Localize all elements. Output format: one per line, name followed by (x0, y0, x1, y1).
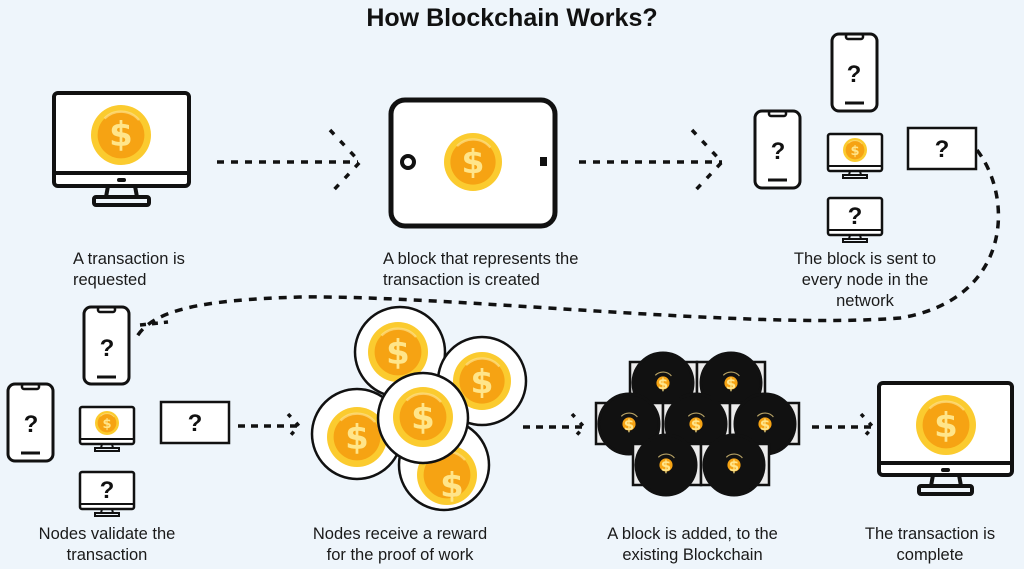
currency-symbol: $ (345, 418, 369, 458)
question-mark-icon: ? (100, 477, 115, 504)
currency-symbol: $ (661, 457, 671, 475)
block-icon: $ (594, 403, 665, 444)
monitor-icon: ? (78, 470, 136, 517)
block-icon: $ (699, 444, 771, 485)
step-block-created-tablet: $ (388, 97, 558, 229)
phone-icon: ? (82, 305, 131, 386)
currency-symbol: $ (471, 362, 494, 401)
diagram-title: How Blockchain Works? (366, 4, 658, 32)
question-mark-icon: ? (848, 203, 863, 230)
block-icon: $ (631, 444, 703, 485)
currency-symbol: $ (109, 115, 133, 155)
caption-complete: The transaction is complete (864, 525, 996, 564)
currency-symbol: $ (658, 375, 668, 393)
arrow-icon (238, 412, 302, 440)
arrow-icon (133, 148, 1001, 341)
arrow-icon (523, 412, 587, 442)
phone-icon: ? (753, 109, 802, 190)
arrow-icon (217, 128, 363, 196)
step-block-added-chain: $ $ $ $ $ $ $ (594, 362, 801, 485)
currency-symbol: $ (691, 416, 701, 434)
currency-symbol: $ (850, 144, 859, 159)
coin-icon: $ (376, 371, 470, 465)
caption-broadcast: The block is sent to every node in the n… (793, 250, 937, 310)
currency-symbol: $ (102, 417, 111, 432)
phone-icon: ? (6, 382, 55, 463)
currency-symbol: $ (726, 375, 736, 393)
caption-block-created: A block that represents the transaction … (383, 250, 579, 289)
question-mark-icon: ? (24, 411, 39, 438)
currency-symbol: $ (411, 398, 435, 438)
question-mark-icon: ? (771, 138, 786, 165)
caption-block-added: A block is added, to the existing Blockc… (607, 525, 778, 564)
caption-request: A transaction is requested (73, 250, 185, 289)
monitor-icon: $ (78, 405, 136, 452)
question-mark-icon: ? (100, 335, 115, 362)
caption-validate: Nodes validate the transaction (38, 525, 176, 564)
phone-icon: ? (830, 32, 879, 113)
question-mark-icon: ? (935, 136, 950, 163)
question-mark-icon: ? (188, 410, 203, 437)
question-mark-icon: ? (847, 61, 862, 88)
arrow-icon (579, 128, 725, 196)
tablet-icon: ? (906, 126, 978, 171)
step-request-monitor: $ (52, 91, 191, 207)
currency-symbol: $ (440, 466, 464, 506)
step-reward-coins: $ $ $ $ $ (310, 305, 528, 512)
caption-reward: Nodes receive a reward for the proof of … (312, 525, 488, 564)
monitor-icon: ? (826, 196, 884, 243)
currency-symbol: $ (462, 142, 485, 181)
currency-symbol: $ (624, 416, 634, 434)
monitor-icon: $ (826, 132, 884, 179)
arrow-icon (812, 412, 876, 442)
step-complete-monitor: $ (877, 381, 1014, 496)
currency-symbol: $ (729, 457, 739, 475)
step-validate-nodes: ? ? $ ? ? (6, 305, 231, 517)
tablet-icon: ? (159, 400, 231, 445)
currency-symbol: $ (760, 416, 770, 434)
currency-symbol: $ (386, 333, 410, 373)
step-broadcast-nodes: ? ? $ ? ? (753, 32, 978, 243)
currency-symbol: $ (934, 406, 958, 446)
